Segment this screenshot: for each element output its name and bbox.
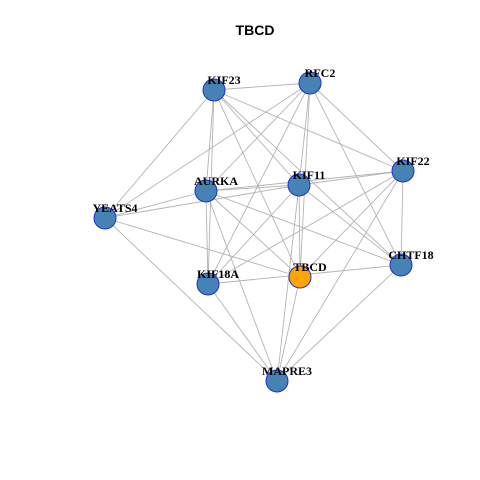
edge-kif11-kif18a xyxy=(207,184,300,285)
node-label-kif23: KIF23 xyxy=(207,73,240,87)
edges-layer xyxy=(104,82,404,382)
node-label-kif18a: KIF18A xyxy=(197,267,239,281)
node-kif18a xyxy=(196,272,220,296)
edge-rfc2-kif22 xyxy=(309,82,404,172)
edge-kif22-tbcd xyxy=(299,170,404,278)
node-label-tbcd: TBCD xyxy=(293,260,327,274)
node-mapre3 xyxy=(265,369,289,393)
nodes-layer xyxy=(93,71,415,393)
edge-kif23-kif11 xyxy=(213,89,300,186)
edge-rfc2-yeats4 xyxy=(104,82,311,219)
node-label-kif22: KIF22 xyxy=(396,154,429,168)
node-label-mapre3: MAPRE3 xyxy=(262,364,312,378)
edge-rfc2-chtf18 xyxy=(309,82,402,266)
edge-kif22-kif11 xyxy=(298,170,404,186)
edge-chtf18-mapre3 xyxy=(276,264,402,382)
edge-aurka-kif11 xyxy=(205,184,300,192)
node-kif11 xyxy=(287,173,311,197)
edge-rfc2-kif11 xyxy=(298,82,311,186)
node-rfc2 xyxy=(298,71,322,95)
node-label-yeats4: YEATS4 xyxy=(92,201,137,215)
node-label-aurka: AURKA xyxy=(194,174,238,188)
edge-kif11-tbcd xyxy=(298,184,301,278)
edge-aurka-chtf18 xyxy=(205,190,402,266)
edge-rfc2-aurka xyxy=(205,82,311,192)
edge-yeats4-mapre3 xyxy=(104,217,278,382)
edge-aurka-yeats4 xyxy=(104,190,207,219)
edge-kif22-kif18a xyxy=(207,170,404,285)
edge-aurka-mapre3 xyxy=(205,190,278,382)
edge-rfc2-kif18a xyxy=(207,82,311,285)
node-aurka xyxy=(194,179,218,203)
edge-aurka-kif18a xyxy=(205,190,209,285)
edge-kif23-aurka xyxy=(205,89,215,192)
edge-tbcd-mapre3 xyxy=(276,276,301,382)
edge-kif23-rfc2 xyxy=(213,82,311,91)
edge-aurka-tbcd xyxy=(205,190,301,278)
edge-kif11-mapre3 xyxy=(276,184,300,382)
node-label-rfc2: RFC2 xyxy=(305,66,336,80)
node-kif23 xyxy=(202,78,226,102)
node-tbcd xyxy=(288,265,312,289)
node-chtf18 xyxy=(389,253,413,277)
edge-kif22-chtf18 xyxy=(400,170,404,266)
node-yeats4 xyxy=(93,206,117,230)
node-kif22 xyxy=(391,159,415,183)
node-label-chtf18: CHTF18 xyxy=(388,248,433,262)
edge-kif23-yeats4 xyxy=(104,89,215,219)
node-label-kif11: KIF11 xyxy=(293,168,326,182)
edge-yeats4-tbcd xyxy=(104,217,301,278)
edge-kif22-mapre3 xyxy=(276,170,404,382)
edge-kif23-tbcd xyxy=(213,89,301,278)
graph-title: TBCD xyxy=(236,22,275,38)
edge-kif18a-mapre3 xyxy=(207,283,278,382)
edge-kif11-chtf18 xyxy=(298,184,402,266)
edge-kif23-kif22 xyxy=(213,89,404,172)
